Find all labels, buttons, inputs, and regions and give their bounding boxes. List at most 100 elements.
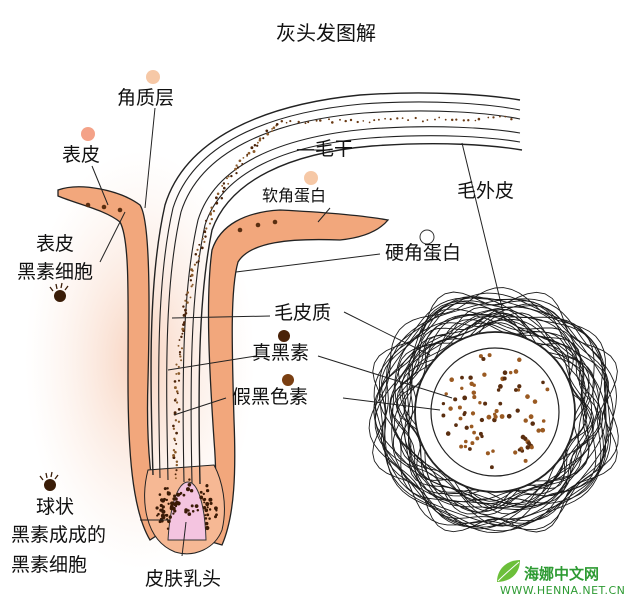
melanocyte-dot [171, 507, 175, 511]
mesh-strand [394, 309, 600, 508]
pigment-dot [182, 323, 185, 326]
pigment-dot [407, 119, 410, 122]
shaft-core-left [166, 110, 521, 481]
swatch-brown [282, 374, 294, 386]
cross-section-dot [449, 377, 455, 383]
pigment-dot [236, 166, 240, 169]
melanocyte-dot [206, 513, 210, 517]
pigment-dot [182, 305, 185, 308]
cross-section-dot [444, 392, 448, 396]
pigment-dot [377, 118, 380, 121]
pigment-dot [235, 164, 238, 167]
label-bulb-melanocyte-2: 黑素成成的 [11, 524, 107, 546]
pigment-dot [215, 196, 218, 200]
watermark-cn: 海娜中文网 [524, 565, 600, 583]
melanocyte-dot [199, 495, 204, 500]
pigment-dot [175, 431, 178, 435]
cross-section-dot [460, 375, 464, 380]
pigment-dot [177, 344, 180, 347]
pigment-dot [222, 186, 226, 190]
pigment-dot [175, 460, 179, 463]
cross-section-dot [532, 399, 538, 404]
cross-section-dot [479, 417, 485, 423]
melanocyte-dot [159, 503, 163, 508]
melanocyte-dot [187, 512, 192, 516]
skin-right [204, 209, 390, 546]
melanocyte-dot [187, 482, 192, 487]
melanocyte-dot [165, 513, 169, 517]
melanocyte-dot [155, 506, 159, 510]
melanocyte-dot [166, 527, 170, 530]
cross-section-dot [468, 447, 472, 451]
pigment-dot [250, 146, 254, 150]
pigment-dot [450, 118, 454, 122]
label-true-melanin: 真黑素 [252, 342, 310, 364]
pigment-dot [477, 117, 481, 121]
pigment-dot [216, 192, 220, 196]
watermark-leaf-icon [497, 560, 520, 582]
pigment-dot [401, 117, 404, 119]
mesh-strand [374, 301, 607, 530]
cross-section-dot [525, 394, 530, 399]
cross-section-dot [475, 436, 480, 441]
cross-section [368, 287, 619, 534]
pigment-dot [258, 138, 262, 142]
melanocyte-dot [168, 515, 172, 519]
pigment-dot [172, 424, 175, 428]
pigment-dot [198, 243, 201, 246]
cross-section-dot [485, 451, 490, 456]
pigment-dot [421, 120, 424, 123]
cross-section-dot [470, 411, 476, 416]
pigment-dot [271, 127, 274, 130]
epidermal-melanocytes [85, 202, 278, 233]
pigment-dot [174, 473, 177, 476]
pigment-dot [180, 347, 184, 350]
pigment-dot [195, 261, 198, 264]
melanocyte-dot [208, 508, 212, 511]
pigment-dot [203, 240, 206, 243]
pigment-dot [177, 408, 181, 411]
melanocyte-dot [204, 514, 207, 517]
pigment-dot [172, 454, 176, 457]
pigment-dot [186, 301, 189, 304]
cross-section-dot [457, 405, 462, 410]
melanocyte-dot [191, 510, 195, 513]
cross-section-dot [494, 408, 499, 414]
pigment-dot [462, 119, 465, 122]
pigment-dot [180, 359, 183, 362]
label-epidermal-melanocyte-1: 表皮 [36, 233, 75, 255]
pigment-dot [396, 117, 399, 120]
pigment-dot [177, 372, 181, 375]
pigment-dot [226, 177, 228, 180]
label-pheomelanin: 假黑色素 [232, 386, 309, 408]
pigment-dot [510, 118, 513, 121]
pigment-dot [210, 206, 213, 209]
pigment-dot [173, 380, 177, 383]
pigment-dot [180, 335, 183, 339]
pigment-dot [201, 237, 204, 240]
pigment-dot [271, 130, 274, 133]
cross-section-dot [491, 449, 495, 453]
cross-section-dot [478, 431, 483, 436]
cross-section-dot [458, 416, 463, 421]
pigment-dot [179, 355, 182, 358]
melanocyte-dot [206, 506, 209, 509]
pigment-dot [265, 129, 269, 133]
cross-section-dot [517, 448, 522, 452]
pigment-dot [191, 283, 194, 286]
pigment-dot [184, 308, 187, 312]
shaft-inner-left [158, 101, 521, 479]
mesh-strand [404, 319, 586, 505]
pigment-dot [230, 174, 233, 178]
pigment-dot [256, 141, 259, 144]
cross-section-dot [530, 421, 535, 426]
melanocyte-dot [170, 501, 175, 506]
pigment-dot [175, 390, 179, 393]
pigment-dot [184, 299, 187, 302]
cross-section-dot [472, 395, 477, 400]
cross-section-dot [515, 408, 520, 413]
pigment-dot [175, 442, 178, 445]
cross-section-dot [489, 465, 494, 470]
melanocyte-dot [167, 502, 170, 505]
melanocyte-dot [185, 487, 191, 492]
